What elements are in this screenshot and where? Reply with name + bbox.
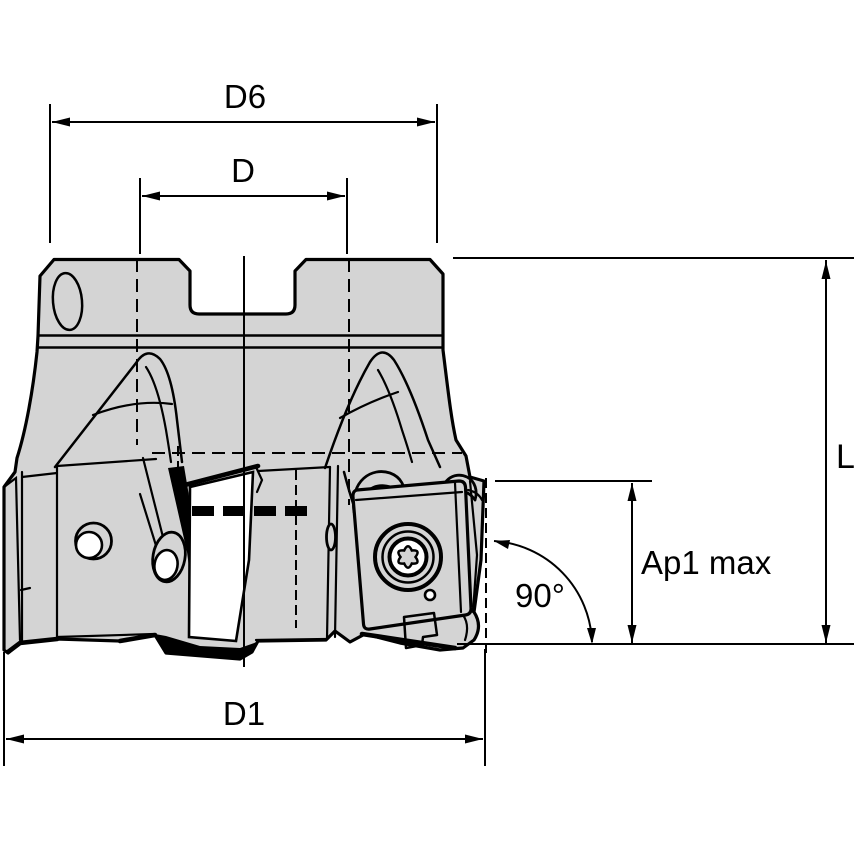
right-flute-cross-line bbox=[338, 390, 400, 420]
left-pocket-wall-line2 bbox=[138, 492, 160, 554]
ap1-arrow-top bbox=[627, 483, 637, 501]
right-insert-dot-hole bbox=[423, 588, 437, 602]
d6-label: D6 bbox=[224, 78, 266, 115]
ap1-arrow-bottom bbox=[627, 625, 637, 643]
angle-90-callout: 90° bbox=[493, 540, 596, 644]
center-panel-top-edge bbox=[256, 465, 332, 473]
right-insert-bottom-edge-thick bbox=[359, 631, 458, 651]
center-panel-edge-notch bbox=[325, 522, 337, 552]
right-insert-station bbox=[5, 470, 484, 655]
center-panel-right-edge bbox=[325, 465, 332, 641]
d1-arrow-right bbox=[465, 734, 483, 744]
angle-arrow-bottom bbox=[587, 628, 596, 644]
center-panel-bottom-edge bbox=[254, 637, 328, 642]
d6-arrow-right bbox=[417, 117, 435, 127]
left-insert-screw-hole-inner bbox=[74, 530, 104, 560]
right-tip-inner-line bbox=[466, 488, 484, 502]
d6-arrow-left bbox=[52, 117, 70, 127]
left-flute-cross-line bbox=[91, 401, 174, 417]
left-flute-inner-line bbox=[144, 365, 173, 464]
bottom-left-edge-thick2 bbox=[117, 632, 158, 644]
bottom-left-edge-thick1 bbox=[5, 636, 60, 655]
d1-arrow-left bbox=[6, 734, 24, 744]
dimension-d6: D6 bbox=[49, 78, 438, 243]
right-flute-inner-line bbox=[376, 368, 414, 464]
dimension-d: D bbox=[139, 152, 348, 254]
chip-flutes bbox=[53, 351, 442, 555]
d-label: D bbox=[231, 152, 255, 189]
l-arrow-top bbox=[821, 261, 831, 279]
hub-drive-slot-hole bbox=[51, 271, 84, 332]
center-cam-boss-inner bbox=[153, 548, 179, 582]
torx-screw bbox=[373, 522, 443, 592]
dimension-l: L bbox=[453, 257, 854, 645]
angle-arrow-top bbox=[494, 540, 510, 549]
bottom-center-shadow bbox=[155, 634, 257, 659]
dimension-ap1max: Ap1 max bbox=[495, 480, 772, 643]
right-bottom-clamp-step bbox=[402, 611, 439, 650]
left-panel-top-edge bbox=[55, 457, 158, 468]
hidden-lines bbox=[136, 259, 487, 658]
left-panel-bottom-edge bbox=[55, 632, 156, 639]
l-arrow-bottom bbox=[821, 625, 831, 643]
right-insert-top-inner bbox=[354, 490, 464, 502]
left-flute-outline bbox=[53, 352, 184, 469]
d-arrow-left bbox=[142, 191, 160, 201]
l-label: L bbox=[836, 438, 854, 476]
ap1-label: Ap1 max bbox=[641, 544, 772, 581]
d1-label: D1 bbox=[223, 695, 265, 732]
left-flank-strip-top bbox=[20, 471, 59, 479]
torx-star-socket bbox=[397, 545, 419, 569]
left-flank-tick bbox=[19, 586, 32, 592]
angle-label: 90° bbox=[515, 577, 565, 614]
right-holder-inner-edge bbox=[468, 479, 479, 614]
angle-arc bbox=[493, 540, 593, 643]
right-insert-edge-inner bbox=[453, 481, 463, 614]
dimension-d1: D1 bbox=[3, 649, 486, 766]
left-insert-station bbox=[2, 457, 158, 644]
screw-head-ring bbox=[381, 530, 435, 584]
d-arrow-right bbox=[327, 191, 345, 201]
left-face-inner-edge bbox=[2, 475, 22, 642]
center-panel-right-edge2 bbox=[333, 464, 340, 639]
right-flute-outline bbox=[323, 351, 442, 470]
right-holder-corner bbox=[461, 613, 469, 642]
